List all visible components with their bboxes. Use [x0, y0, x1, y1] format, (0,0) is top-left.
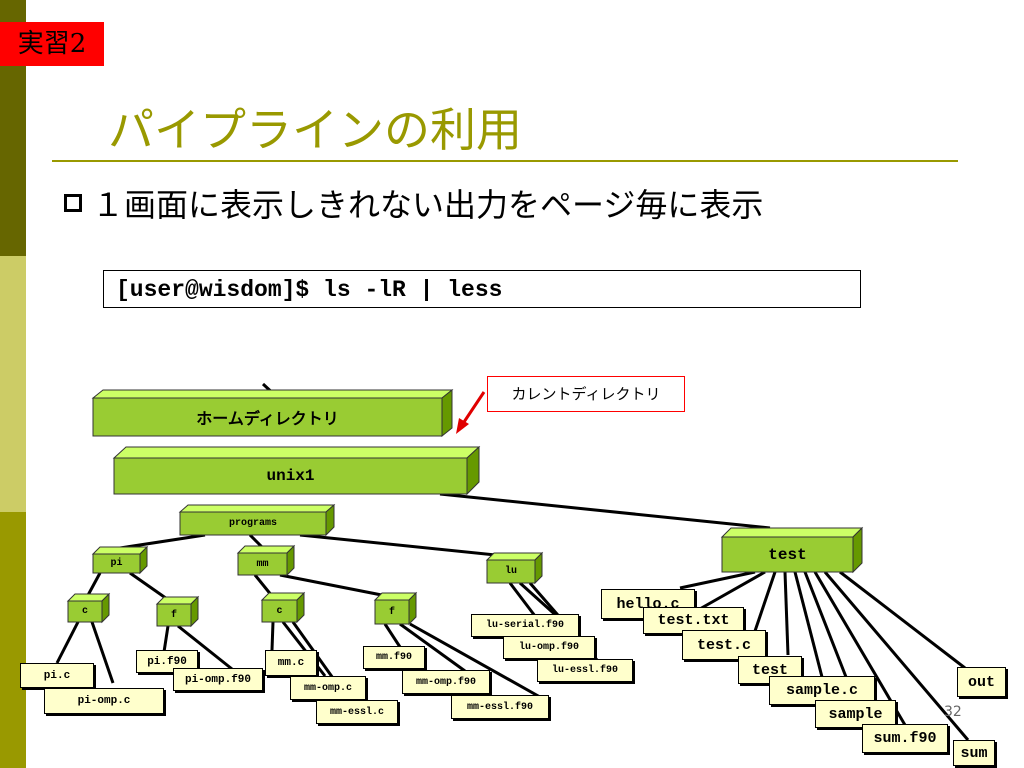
exercise-tag: 実習2: [0, 22, 104, 66]
dir-programs[interactable]: programs: [228, 518, 277, 529]
file-sum-f90[interactable]: sum.f90: [862, 724, 948, 753]
page-number: 32: [944, 704, 962, 720]
file-lu-essl[interactable]: lu-essl.f90: [537, 659, 633, 682]
file-mm-f90[interactable]: mm.f90: [363, 646, 425, 669]
file-sample[interactable]: sample: [815, 700, 896, 728]
file-mm-essl-c[interactable]: mm-essl.c: [316, 700, 398, 724]
command-box: [user@wisdom]$ ls -lR | less: [103, 270, 861, 308]
file-mm-omp-c[interactable]: mm-omp.c: [290, 676, 366, 700]
file-mm-omp-f90[interactable]: mm-omp.f90: [402, 670, 490, 694]
dir-test[interactable]: test: [768, 545, 807, 564]
file-pi-c[interactable]: pi.c: [20, 663, 94, 688]
directory-box-shapes: [66, 388, 864, 628]
red-arrow-icon: [456, 391, 486, 434]
file-mm-essl-f90[interactable]: mm-essl.f90: [451, 695, 549, 719]
file-lu-omp[interactable]: lu-omp.f90: [503, 636, 595, 659]
file-pi-f90[interactable]: pi.f90: [136, 650, 198, 673]
dir-unix1[interactable]: unix1: [266, 467, 315, 485]
title-divider: [52, 160, 958, 162]
dir-pi-c[interactable]: c: [81, 606, 88, 617]
dir-home[interactable]: ホームディレクトリ: [196, 409, 339, 428]
current-directory-callout: カレントディレクトリ: [487, 376, 685, 412]
dir-mm-c[interactable]: c: [276, 605, 283, 617]
slide-title: パイプラインの利用: [108, 103, 522, 157]
side-strip-light: [0, 256, 26, 512]
bullet-text: １画面に表示しきれない出力をページ毎に表示: [92, 186, 764, 224]
side-strip-mid: [0, 512, 26, 768]
dir-pi-f[interactable]: f: [170, 609, 177, 621]
file-lu-serial[interactable]: lu-serial.f90: [471, 614, 579, 637]
file-sum[interactable]: sum: [953, 740, 995, 766]
file-test-txt[interactable]: test.txt: [643, 607, 744, 634]
dir-mm[interactable]: mm: [256, 558, 269, 570]
dir-mm-f[interactable]: f: [388, 606, 395, 618]
square-bullet-icon: [64, 194, 82, 212]
tree-lines: [55, 382, 970, 741]
file-pi-omp-f90[interactable]: pi-omp.f90: [173, 668, 263, 691]
file-test-c[interactable]: test.c: [682, 630, 766, 660]
file-out[interactable]: out: [957, 667, 1006, 697]
dir-lu[interactable]: lu: [504, 566, 517, 577]
dir-pi[interactable]: pi: [110, 558, 123, 569]
file-mm-c[interactable]: mm.c: [265, 650, 317, 676]
file-pi-omp-c[interactable]: pi-omp.c: [44, 688, 164, 714]
